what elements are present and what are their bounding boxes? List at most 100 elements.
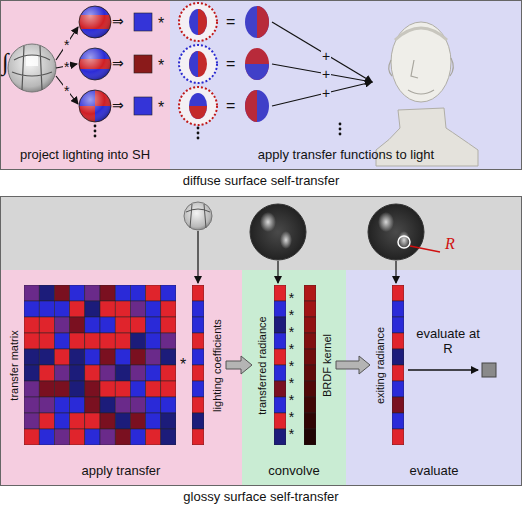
matrix-grid-cell <box>115 381 130 397</box>
vector-cells-cell <box>274 397 286 413</box>
glossy-sphere <box>186 204 210 228</box>
matrix-grid-cell <box>85 397 100 413</box>
matrix-grid-cell <box>146 317 161 333</box>
transfer-function-circle <box>197 132 200 135</box>
vertical-label: transfer matrix <box>9 330 20 400</box>
matrix-grid-cell <box>54 301 69 317</box>
operator-symbol: ⇒ <box>112 56 124 70</box>
matrix-grid-cell <box>39 397 54 413</box>
sh-basis-sphere <box>79 6 111 38</box>
matrix-grid-cell <box>146 429 161 445</box>
ray-label: R <box>445 236 455 252</box>
vector-cells-cell <box>274 381 286 397</box>
sh-basis-sphere <box>79 48 111 80</box>
glossy-sphere <box>250 204 306 260</box>
matrix-grid-cell <box>70 301 85 317</box>
matrix-grid-cell <box>39 381 54 397</box>
matrix-grid-cell <box>39 413 54 429</box>
matrix-grid-cell <box>24 413 39 429</box>
matrix-grid-cell <box>39 285 54 301</box>
vector-cells-cell <box>304 397 316 413</box>
coefficient-vector: exiting radiance <box>372 285 406 445</box>
transfer-function-circle <box>197 137 200 140</box>
matrix-grid-cell <box>54 333 69 349</box>
operator-symbol: ⇒ <box>112 14 124 28</box>
vector-cells-cell <box>192 285 204 301</box>
vector-cells-cell <box>192 333 204 349</box>
matrix-grid-cell <box>24 317 39 333</box>
matrix-grid-cell <box>70 381 85 397</box>
vector-cells-cell <box>392 429 404 445</box>
glossy-sphere <box>398 231 410 249</box>
operator-symbol: = <box>226 14 235 30</box>
figure-caption: glossy surface self-transfer <box>183 489 338 504</box>
sh-coefficient-square <box>134 97 152 115</box>
flow-arrow <box>226 356 252 374</box>
sh-basis-sphere <box>79 6 111 38</box>
environment-map <box>12 46 52 90</box>
matrix-grid-cell <box>54 397 69 413</box>
vector-cells-cell <box>274 333 286 349</box>
coefficient-vector: BRDF kernel <box>302 285 334 445</box>
vector-cells-cell <box>274 301 286 317</box>
transfer-function-circle <box>189 93 207 119</box>
glossy-sphere <box>398 236 410 248</box>
matrix-grid-cell <box>39 349 54 365</box>
vector-cells-cell <box>304 429 316 445</box>
sh-basis-sphere <box>79 90 111 122</box>
sum-lines <box>339 133 342 136</box>
vector-cells-cell <box>392 349 404 365</box>
projection-arrows <box>56 27 78 104</box>
glossy-sphere <box>378 212 394 232</box>
matrix-grid-cell <box>54 413 69 429</box>
transfer-function-circle <box>189 106 207 119</box>
glossy-sphere <box>260 212 276 232</box>
vertical-label: lighting coefficients <box>211 319 222 412</box>
matrix-grid-cell <box>115 333 130 349</box>
stage-panel: apply transfertransfer matrixlighting co… <box>0 270 242 486</box>
matrix-grid-cell <box>146 285 161 301</box>
frame-outline <box>1 1 522 170</box>
matrix-grid-cell <box>130 333 145 349</box>
evaluate-arrow <box>408 363 496 377</box>
glossy-sphere <box>410 246 440 252</box>
matrix-grid-cell <box>100 301 115 317</box>
shaded-head <box>245 6 269 38</box>
vector-cells <box>274 285 286 445</box>
glossy-sphere <box>184 202 212 230</box>
matrix-grid-cell <box>85 301 100 317</box>
sh-basis-sphere <box>95 106 111 122</box>
matrix-grid-cell <box>39 333 54 349</box>
matrix-grid-cell <box>100 429 115 445</box>
vector-cells <box>392 285 404 445</box>
operator-symbol: * <box>63 60 70 74</box>
matrix-grid-cell <box>100 317 115 333</box>
matrix-grid-cell <box>39 365 54 381</box>
projection-arrows <box>56 64 77 68</box>
vertical-label: BRDF kernel <box>321 334 332 397</box>
vector-cells-cell <box>192 429 204 445</box>
matrix-grid-cell <box>70 317 85 333</box>
matrix-grid-cell <box>85 413 100 429</box>
sum-lines <box>339 123 342 126</box>
matrix-grid-cell <box>39 429 54 445</box>
panel-label: evaluate <box>409 463 458 478</box>
sh-basis-sphere <box>79 90 111 122</box>
bust-model <box>395 28 447 40</box>
sh-basis-sphere <box>79 90 111 122</box>
vector-cells <box>304 285 316 445</box>
flow-arrow <box>336 356 370 374</box>
transfer-function-circle <box>179 3 217 41</box>
matrix-grid-cell <box>70 349 85 365</box>
matrix-grid-cell <box>39 301 54 317</box>
matrix-grid-cell <box>130 317 145 333</box>
environment-map <box>8 44 56 92</box>
vector-cells-cell <box>192 381 204 397</box>
matrix-grid-cell <box>85 285 100 301</box>
matrix-grid-cell <box>115 301 130 317</box>
vector-cells-cell <box>392 397 404 413</box>
sum-lines <box>272 22 372 135</box>
vector-cells-cell <box>192 301 204 317</box>
shaded-head <box>245 6 269 122</box>
vector-cells-cell <box>392 333 404 349</box>
